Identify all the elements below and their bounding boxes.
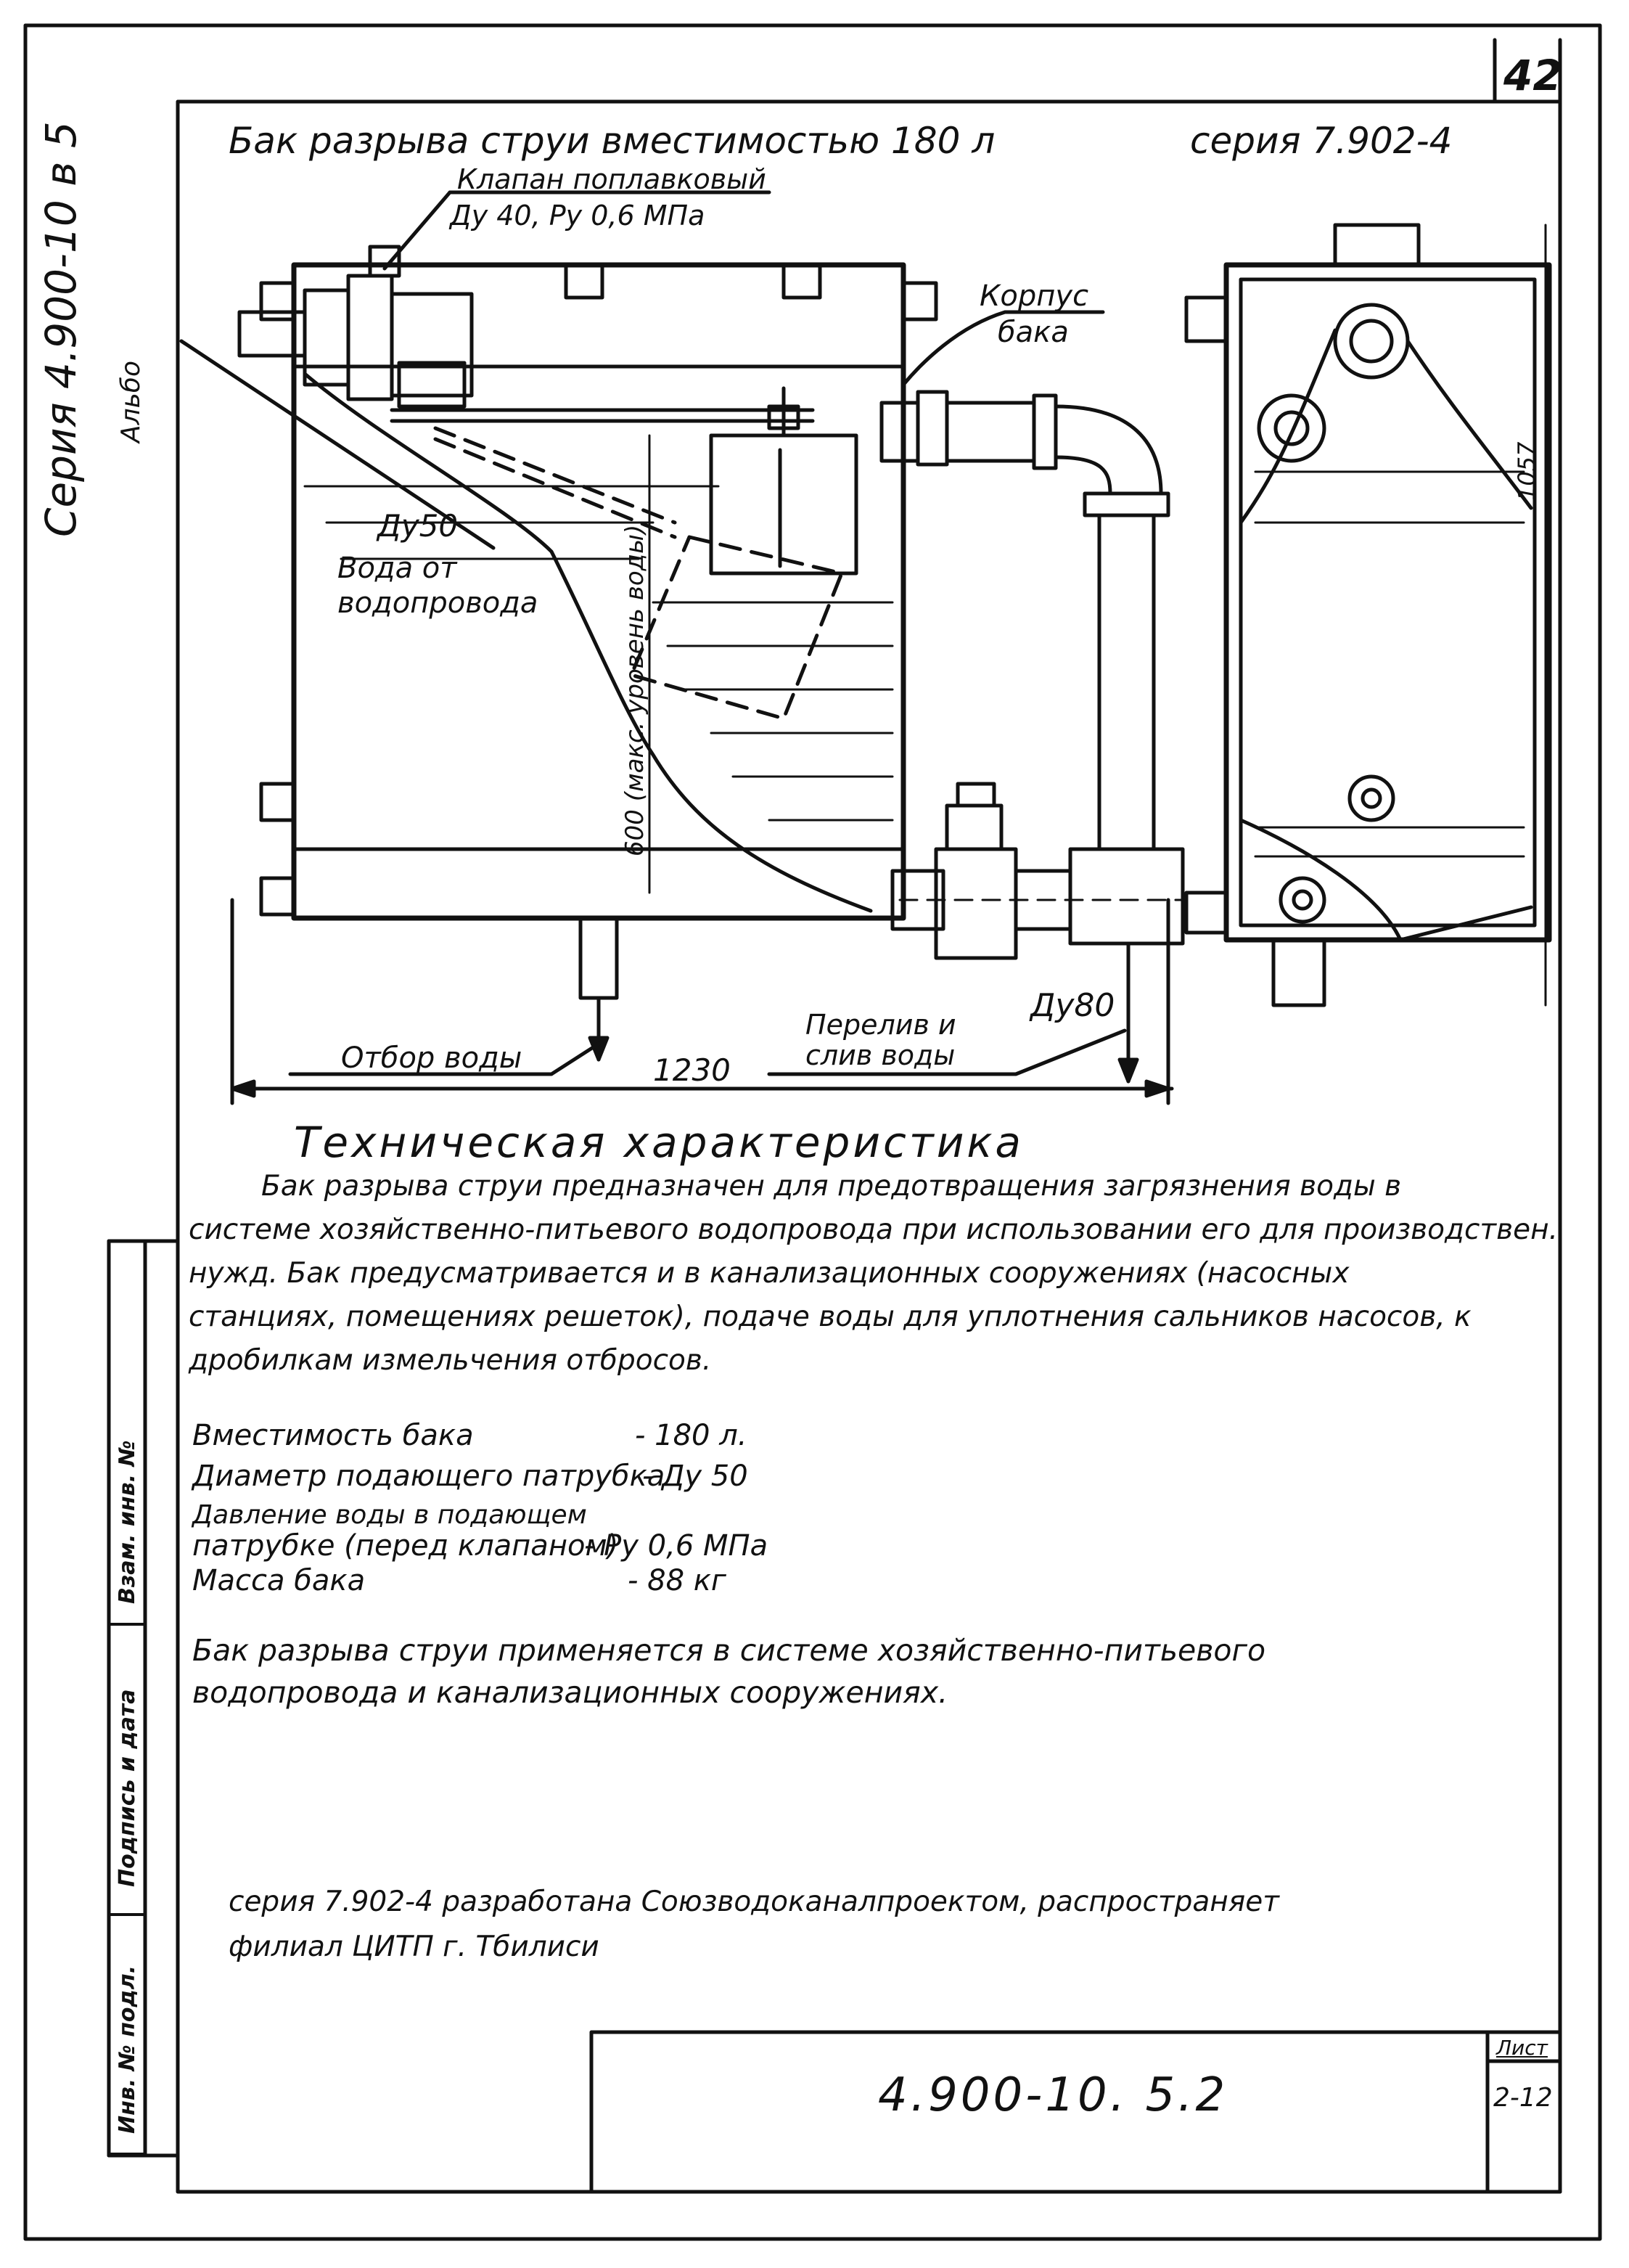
specs-heading: Техническая характеристика (294, 1118, 1024, 1167)
valve-name-callout: Клапан поплавковый (457, 163, 766, 195)
body-callout-line2: бака (998, 316, 1069, 349)
specs-paragraph-line: станциях, помещениях решеток), подаче во… (189, 1301, 1472, 1333)
application-text: Бак разрыва струи применяется в системе … (192, 1629, 1556, 1714)
overflow-callout-line2: слив воды (805, 1039, 956, 1071)
inlet-callout-line2: водопровода (337, 586, 538, 620)
application-line: водопровода и канализационных сооружения… (192, 1675, 948, 1710)
outlet-dn-callout: Ду80 (1030, 987, 1115, 1024)
draw-off-callout: Отбор воды (341, 1041, 522, 1075)
specs-row: Масса бака - 88 кг (192, 1564, 1063, 1605)
specs-paragraph-line: дробилкам измельчения отбросов. (189, 1344, 712, 1377)
overflow-callout-line1: Перелив и (805, 1009, 956, 1041)
stamp-cell-signature-date: Подпись и дата (109, 1626, 145, 1916)
specs-row: патрубке (перед клапаном) - Ру 0,6 МПа (192, 1529, 1063, 1564)
specs-row-value: - Ру 0,6 МПа (584, 1529, 768, 1563)
specs-row-label: Масса бака (192, 1564, 366, 1597)
inlet-dn-callout: Ду50 (377, 508, 459, 544)
stamp-cell-replacement: Взам. инв. № (109, 1415, 145, 1626)
sheet-number: 2-12 (1493, 2083, 1553, 2113)
sheet-label: Лист (1496, 2036, 1548, 2060)
stamp-label: Подпись и дата (115, 1689, 140, 1887)
stamp-cell-inv-original: Инв. № подл. (109, 1916, 145, 2156)
footer-line: серия 7.902-4 разработана Союзводоканалп… (229, 1886, 1279, 1918)
stamp-label: Инв. № подл. (115, 1965, 140, 2134)
specs-row-value: - 180 л. (635, 1419, 747, 1452)
footer-line: филиал ЦИТП г. Тбилиси (229, 1931, 599, 1963)
tank-side-body (1223, 262, 1552, 943)
specs-paragraph-line: Бак разрыва струи предназначен для предо… (261, 1170, 1402, 1203)
specs-row-label: Давление воды в подающем (192, 1500, 587, 1530)
specs-row-label: Вместимость бака (192, 1419, 474, 1452)
side-series-label: Серия 4.900-10 в 5 (36, 121, 86, 537)
height-dimension: 1057 (1513, 441, 1540, 501)
specs-row-label: Диаметр подающего патрубка (192, 1460, 665, 1493)
drawing-title: Бак разрыва струи вместимостью 180 л (229, 120, 996, 162)
specs-row-value: - Ду 50 (642, 1460, 748, 1493)
width-dimension: 1230 (653, 1052, 731, 1088)
specs-row: Давление воды в подающем (192, 1500, 1063, 1530)
max-level-dimension: 600 (макс. уровень воды) (620, 524, 649, 856)
specs-row-label: патрубке (перед клапаном) (192, 1529, 619, 1563)
footer-note: серия 7.902-4 разработана Союзводоканалп… (229, 1880, 1556, 1970)
specs-table: Вместимость бака - 180 л. Диаметр подающ… (192, 1419, 1063, 1605)
side-album-label: Альбо (116, 360, 146, 443)
specs-paragraph-line: системе хозяйственно-питьевого водопрово… (189, 1213, 1559, 1246)
inner-frame (176, 38, 1562, 2194)
inlet-callout-line1: Вода от (337, 552, 457, 585)
page-number: 42 (1503, 51, 1562, 100)
specs-row-value: - 88 кг (628, 1564, 726, 1597)
document-code: 4.900-10. 5.2 (878, 2068, 1228, 2122)
specs-paragraph: Бак разрыва струи предназначен для предо… (189, 1165, 1559, 1383)
valve-spec-callout: Ду 40, Ру 0,6 МПа (450, 200, 705, 232)
body-callout-line1: Корпус (980, 279, 1089, 313)
stamp-label: Взам. инв. № (115, 1440, 140, 1604)
outer-frame (23, 23, 1602, 2241)
drawing-series: серия 7.902-4 (1190, 120, 1453, 162)
application-line: Бак разрыва струи применяется в системе … (192, 1633, 1266, 1668)
specs-row: Вместимость бака - 180 л. (192, 1419, 1063, 1460)
specs-row: Диаметр подающего патрубка - Ду 50 (192, 1460, 1063, 1500)
specs-paragraph-line: нужд. Бак предусматривается и в канализа… (189, 1257, 1350, 1290)
